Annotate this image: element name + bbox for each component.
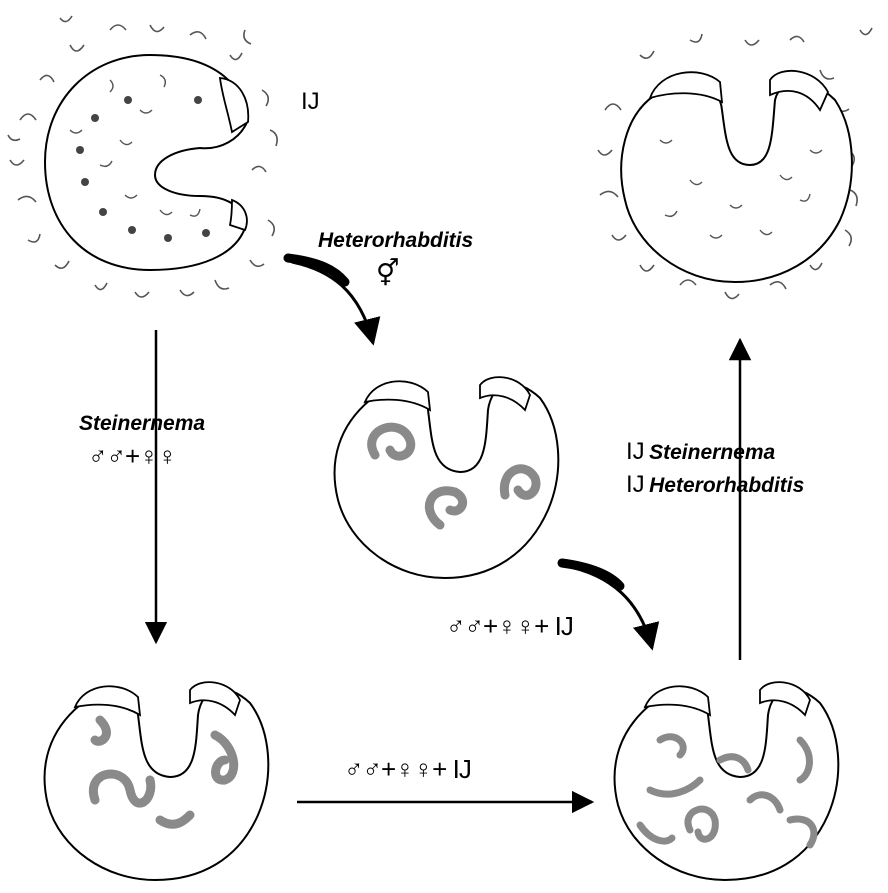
- ij-steinernema-genus: Steinernema: [649, 441, 776, 464]
- hermaphrodite-worms: [367, 422, 541, 530]
- lifecycle-arrows: [144, 253, 752, 814]
- grub-top-left-infected: [7, 15, 278, 298]
- symbol-hermaphrodite: ⚥: [376, 258, 400, 288]
- label-ij-heterorhabditis: IJ Heterorhabditis: [626, 471, 804, 499]
- ij-heterorhabditis-prefix: IJ: [626, 471, 645, 498]
- ij-heterorhabditis-genus: Heterorhabditis: [649, 474, 805, 497]
- ij-steinernema-prefix: IJ: [626, 438, 645, 465]
- internal-bacteria-dots: [76, 96, 210, 242]
- label-adults-plus-ij-middle: ♂♂+♀♀+ IJ: [446, 611, 574, 641]
- grub-bottom-left-adults: [43, 681, 270, 882]
- label-heterorhabditis-top: Heterorhabditis: [318, 229, 474, 252]
- label-adults-plus-ij-bottom: ♂♂+♀♀+ IJ: [344, 754, 472, 784]
- grub-top-right-emergence: [597, 27, 873, 300]
- label-steinernema-left: Steinernema: [79, 412, 206, 435]
- grub-middle-hermaphrodites: [333, 376, 560, 580]
- symbol-males-females: ♂♂+♀♀: [88, 441, 177, 471]
- surrounding-ij-worms: [7, 15, 278, 298]
- grub-bottom-right-mixed: [613, 681, 840, 882]
- label-ij-steinernema: IJ Steinernema: [626, 438, 775, 466]
- label-ij-top: IJ: [301, 88, 320, 115]
